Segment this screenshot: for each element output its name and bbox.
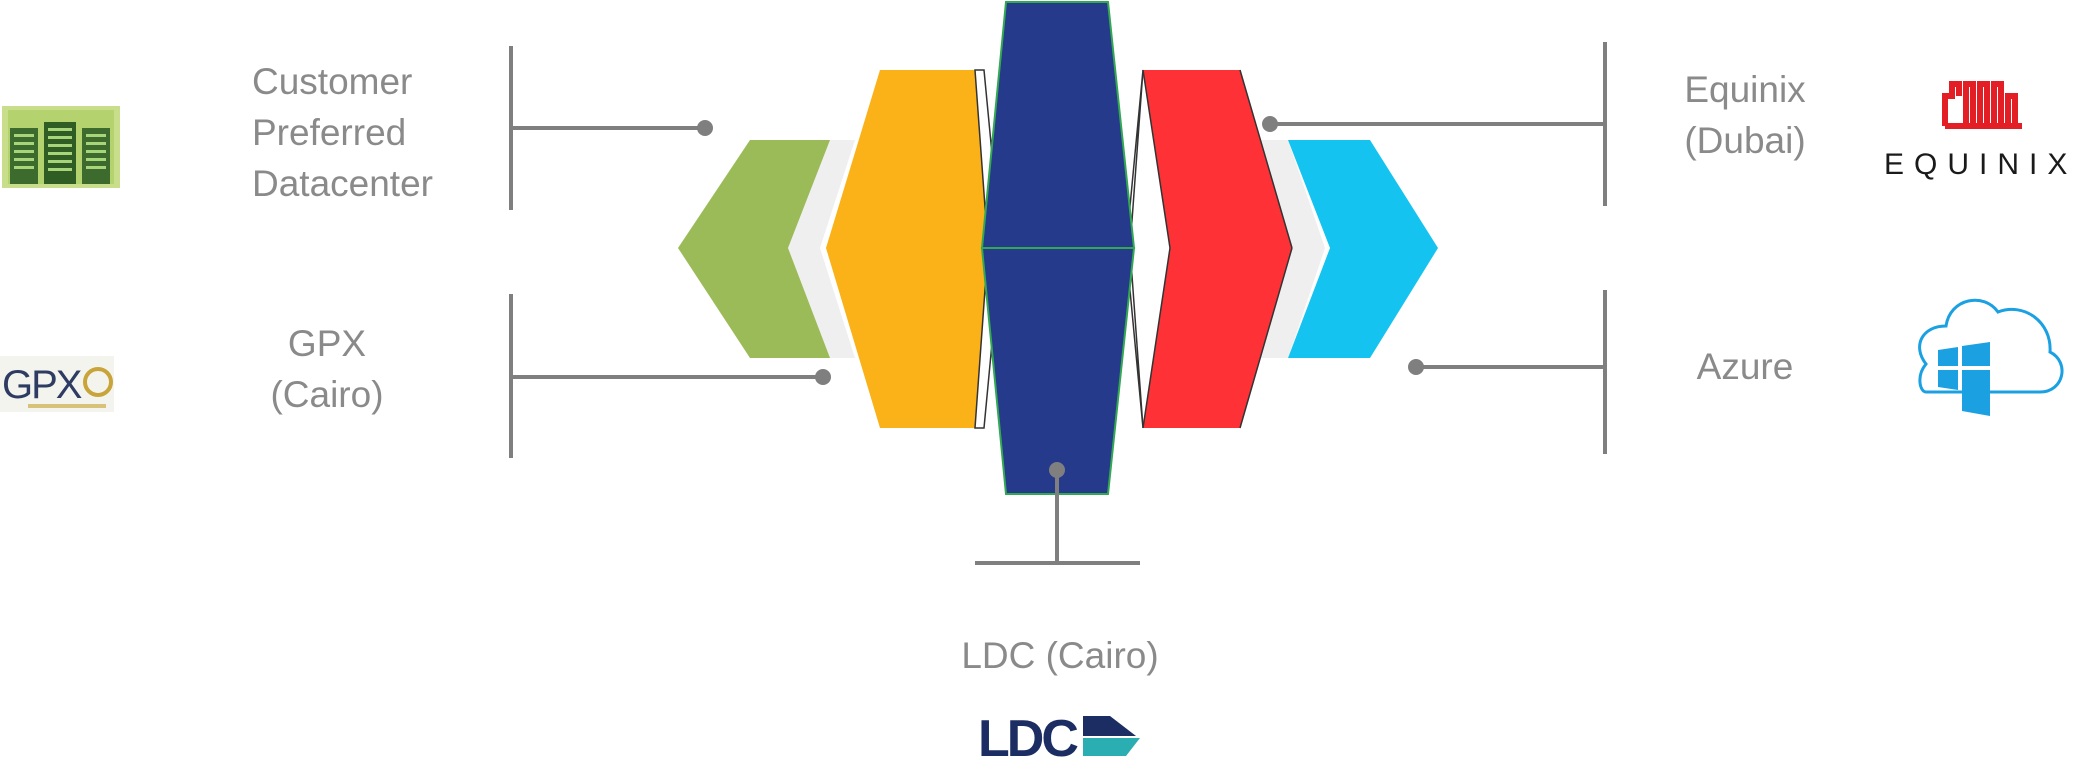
gpx-logo: GPX	[0, 356, 114, 412]
block-red-bottom	[1143, 248, 1292, 428]
red-outline-left	[1142, 69, 1171, 249]
red-outline-right	[1239, 69, 1293, 249]
datacenter-logo	[2, 106, 120, 188]
connector-dot-customer	[697, 120, 713, 136]
label-line: Customer	[252, 61, 413, 102]
svg-text:LDC: LDC	[978, 710, 1078, 760]
connector-dot-ldc	[1049, 462, 1065, 478]
block-cyan-bottom	[1288, 248, 1438, 358]
block-green-bottom	[678, 248, 830, 358]
block-navy-bottom	[980, 247, 1136, 495]
connector-dot-gpx	[815, 369, 831, 385]
label-line: Azure	[1696, 346, 1794, 387]
label-line: Datacenter	[252, 163, 433, 204]
block-red-top	[1143, 70, 1292, 248]
ldc-logo: LDC	[978, 710, 1140, 760]
block-navy-top	[980, 1, 1136, 249]
block-green-top	[678, 140, 830, 248]
gap-left	[788, 140, 855, 358]
equinix-logo: EQUINIX	[1884, 81, 2077, 181]
label-gpx-cairo: GPX (Cairo)	[262, 318, 392, 420]
block-orange-top	[826, 70, 988, 248]
red-outline-right-lower	[1239, 247, 1293, 429]
label-line: (Dubai)	[1684, 120, 1806, 161]
block-cyan-top	[1288, 140, 1438, 248]
label-azure: Azure	[1680, 341, 1810, 392]
label-line: (Cairo)	[270, 374, 384, 415]
label-ldc-cairo: LDC (Cairo)	[940, 630, 1180, 681]
connector-dot-equinix	[1262, 116, 1278, 132]
red-outline-left-lower	[1142, 247, 1171, 429]
gap-right	[1257, 140, 1325, 358]
label-line: GPX	[287, 323, 367, 364]
azure-cloud-logo	[1918, 298, 2064, 416]
label-customer-preferred-datacenter: Customer Preferred Datacenter	[252, 56, 433, 209]
svg-text:EQUINIX: EQUINIX	[1884, 148, 2077, 181]
label-equinix-dubai: Equinix (Dubai)	[1670, 64, 1820, 166]
label-line: Equinix	[1684, 69, 1806, 110]
label-line: LDC (Cairo)	[961, 635, 1159, 676]
block-orange-bottom	[826, 248, 988, 428]
svg-text:GPX: GPX	[2, 363, 82, 407]
connector-dot-azure	[1408, 359, 1424, 375]
label-line: Preferred	[252, 112, 407, 153]
